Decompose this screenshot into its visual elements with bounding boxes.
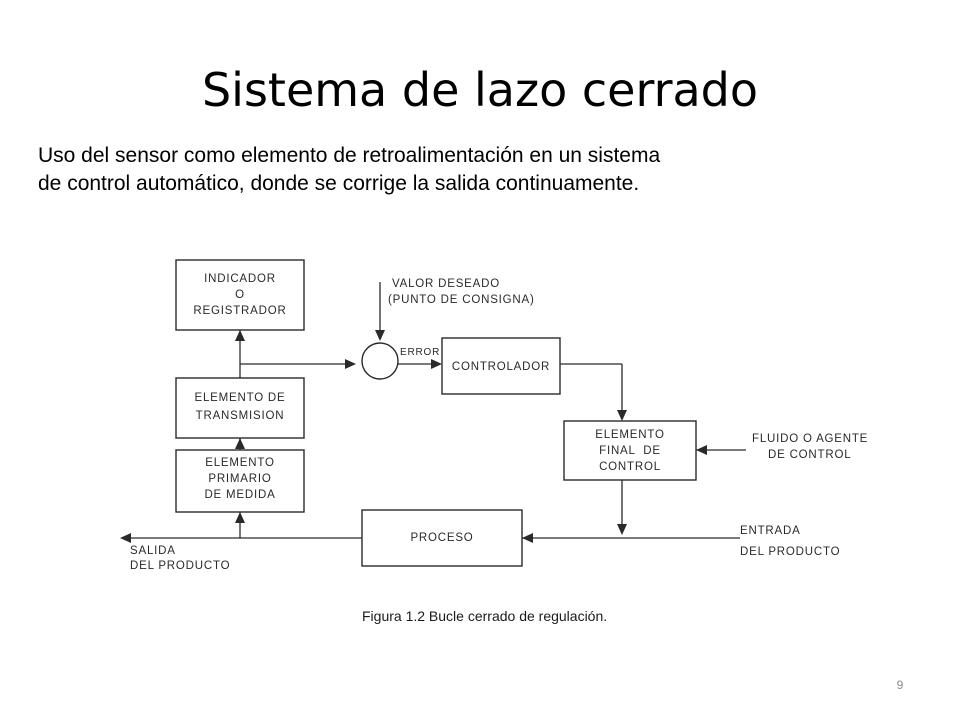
block-final-element-line-2: FINAL DE [599, 445, 661, 457]
label-entrada-2: DEL PRODUCTO [740, 546, 840, 558]
label-fluido-2: DE CONTROL [768, 449, 851, 461]
block-process-label: PROCESO [410, 532, 473, 544]
subtitle-line-1: Uso del sensor como elemento de retroali… [38, 144, 661, 167]
block-process: PROCESO [361, 509, 523, 567]
label-valor-deseado-2: (PUNTO DE CONSIGNA) [388, 294, 535, 306]
block-controller-label: CONTROLADOR [452, 361, 550, 373]
block-transmission-line-1: ELEMENTO DE [194, 392, 285, 404]
arrow-product-out [120, 533, 131, 543]
slide-subtitle: Uso del sensor como elemento de retroali… [38, 142, 878, 198]
block-transmission: ELEMENTO DE TRANSMISION [175, 377, 305, 439]
arrow-product-in [522, 533, 533, 543]
block-primary-line-2: PRIMARIO [208, 473, 271, 485]
label-fluido-1: FLUIDO O AGENTE [752, 433, 868, 445]
block-final-element-line-1: ELEMENTO [595, 429, 664, 441]
arrow-setpoint [375, 330, 385, 341]
comparator-circle [361, 342, 399, 380]
label-salida-2: DEL PRODUCTO [130, 560, 230, 572]
block-controller: CONTROLADOR [441, 337, 561, 395]
arrow-error [431, 359, 442, 369]
block-primary: ELEMENTO PRIMARIO DE MEDIDA [175, 449, 305, 513]
block-transmission-line-2: TRANSMISION [196, 410, 285, 422]
block-process-frame [361, 509, 523, 567]
block-primary-frame [175, 449, 305, 513]
arrow-final-to-process [617, 524, 627, 535]
label-error: ERROR [400, 347, 440, 358]
slide-title: Sistema de lazo cerrado [201, 63, 759, 117]
arrow-to-indicator [235, 330, 245, 341]
diagram-arrowheads [120, 330, 707, 543]
label-salida-1: SALIDA [130, 545, 176, 557]
block-indicator-line-3: REGISTRADOR [193, 305, 286, 317]
arrow-feedback [345, 359, 356, 369]
block-primary-line-3: DE MEDIDA [204, 489, 275, 501]
block-indicator-frame [175, 259, 305, 331]
arrow-fluid [696, 445, 707, 455]
block-indicator-line-2: O [235, 289, 245, 301]
figure-caption: Figura 1.2 Bucle cerrado de regulación. [362, 608, 607, 624]
block-transmission-frame [175, 377, 305, 439]
block-controller-frame [441, 337, 561, 395]
arrow-output-to-primary [235, 512, 245, 523]
arrow-primary-to-transmission [235, 438, 245, 449]
block-final-element-frame [563, 420, 697, 481]
label-entrada-1: ENTRADA [740, 525, 801, 537]
block-indicator: INDICADOR O REGISTRADOR [175, 259, 305, 331]
label-valor-deseado-1: VALOR DESEADO [392, 278, 500, 290]
block-final-element: ELEMENTO FINAL DE CONTROL [563, 420, 697, 481]
subtitle-line-2: de control automático, donde se corrige … [38, 172, 640, 195]
arrow-controller-to-final [617, 410, 627, 421]
block-primary-line-1: ELEMENTO [205, 457, 274, 469]
block-indicator-line-1: INDICADOR [204, 273, 276, 285]
page-number: 9 [896, 678, 904, 692]
block-final-element-line-3: CONTROL [599, 461, 661, 473]
